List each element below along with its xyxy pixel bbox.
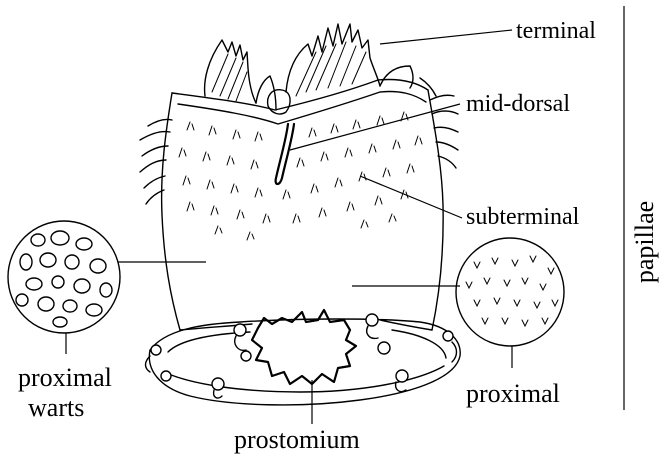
label-papillae: papillae [630,201,659,283]
label-prostomium: prostomium [234,425,360,454]
terminal-papillae [205,24,436,114]
label-terminal: terminal [516,18,596,44]
label-mid-dorsal: mid-dorsal [466,91,570,117]
label-proximal: proximal [466,379,560,408]
prostomium-shape [252,310,356,384]
label-subterminal: subterminal [466,204,580,230]
proximal-inset [456,238,564,346]
label-proximal-warts-2: warts [28,393,84,422]
mid-dorsal-papilla [276,124,294,184]
proboscis-body [162,79,444,330]
base-ring [149,319,460,405]
label-proximal-warts-1: proximal [18,363,112,392]
subterminal-papillae [179,112,422,240]
proximal-warts-inset [8,221,120,333]
left-spines [140,119,172,204]
